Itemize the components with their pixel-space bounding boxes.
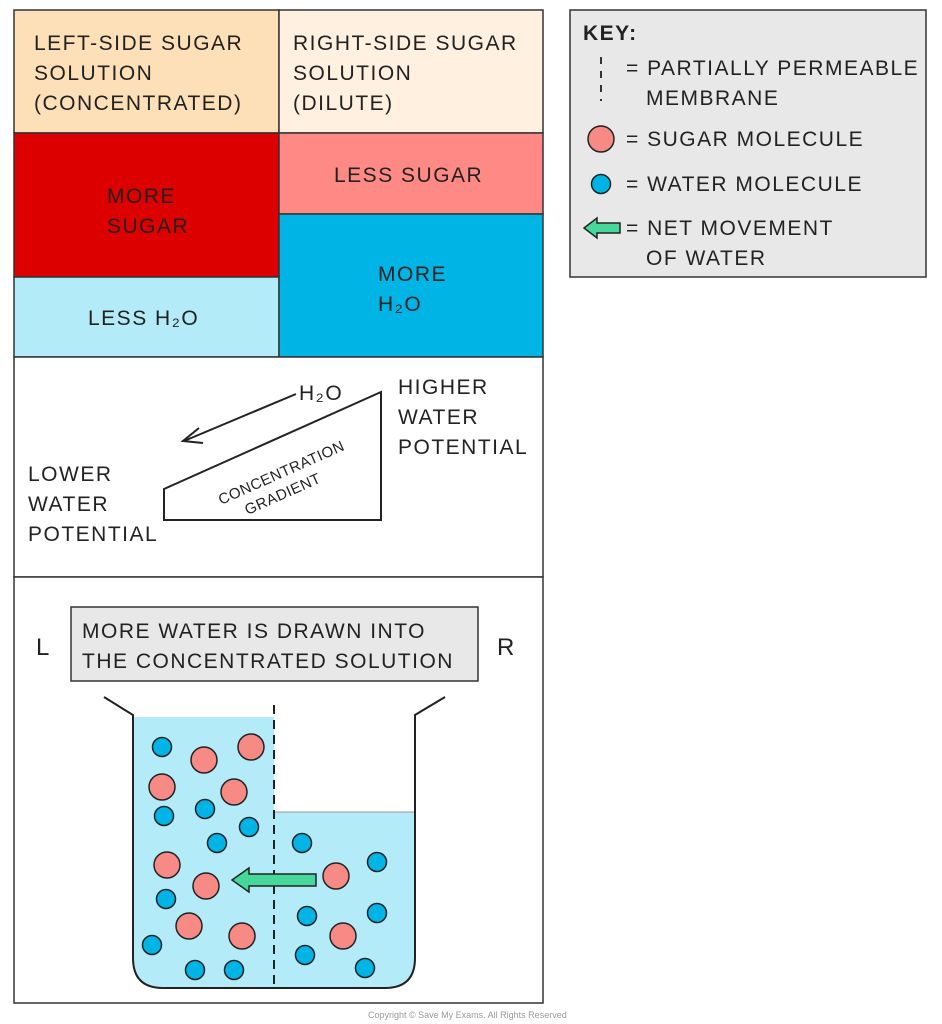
- key-movement-line1: = NET MOVEMENT: [626, 217, 834, 240]
- h2o-label: H₂O: [299, 382, 343, 405]
- sugar-molecule: [190, 746, 218, 774]
- key-panel: [569, 9, 927, 278]
- water-molecule: [155, 888, 177, 910]
- sugar-molecule: [228, 922, 256, 950]
- right-header-line3: (DILUTE): [293, 92, 394, 115]
- water-molecule: [296, 905, 318, 927]
- less-sugar-label: LESS SUGAR: [334, 164, 483, 187]
- sugar-molecule: [329, 922, 357, 950]
- caption-line1: MORE WATER IS DRAWN INTO: [82, 620, 426, 643]
- sugar-molecule: [153, 851, 181, 879]
- less-water-block: [13, 276, 280, 358]
- sugar-molecule: [148, 773, 176, 801]
- less-water-label: LESS H₂O: [88, 307, 199, 330]
- water-molecule: [141, 934, 163, 956]
- higher-line2: WATER: [398, 406, 479, 429]
- water-molecule: [151, 736, 173, 758]
- sugar-molecule: [175, 912, 203, 940]
- key-membrane-line1: = PARTIALLY PERMEABLE: [626, 57, 919, 80]
- right-header-line2: SOLUTION: [293, 62, 412, 85]
- left-header-line3: (CONCENTRATED): [34, 92, 242, 115]
- water-molecule: [223, 959, 245, 981]
- h2o-direction-arrow: [183, 393, 297, 442]
- higher-line1: HIGHER: [398, 376, 489, 399]
- sugar-molecule: [237, 733, 265, 761]
- sugar-molecule: [220, 778, 248, 806]
- copyright: Copyright © Save My Exams. All Rights Re…: [368, 1010, 567, 1020]
- left-side-label: L: [36, 634, 51, 661]
- sugar-molecule: [322, 862, 350, 890]
- key-membrane-line2: MEMBRANE: [646, 87, 779, 110]
- water-molecule: [238, 816, 260, 838]
- caption-line2: THE CONCENTRATED SOLUTION: [82, 650, 454, 673]
- arrow-icon: [582, 216, 621, 240]
- key-sugar: = SUGAR MOLECULE: [626, 128, 864, 151]
- beaker-outline: [103, 696, 446, 989]
- water-molecule: [366, 902, 388, 924]
- left-header-line1: LEFT-SIDE SUGAR: [34, 32, 243, 55]
- dilute-header-bg: [278, 9, 544, 134]
- net-water-movement-arrow: [230, 866, 317, 894]
- sugar-molecule-icon: [587, 125, 615, 153]
- gradient-wedge: [163, 390, 382, 521]
- molecules: [141, 733, 388, 981]
- more-sugar-block: [13, 132, 280, 278]
- water-molecule: [366, 851, 388, 873]
- more-water-line1: MORE: [378, 263, 447, 286]
- water-molecule-icon: [590, 173, 612, 195]
- left-header-line2: SOLUTION: [34, 62, 153, 85]
- water-molecule: [153, 805, 175, 827]
- higher-line3: POTENTIAL: [398, 436, 528, 459]
- more-water-block: [278, 213, 544, 358]
- water-molecule: [194, 798, 216, 820]
- lower-line1: LOWER: [28, 463, 113, 486]
- water-molecule: [184, 959, 206, 981]
- key-title: KEY:: [583, 22, 638, 45]
- key-movement-line2: OF WATER: [646, 247, 767, 270]
- more-water-line2: H₂O: [378, 293, 422, 316]
- caption-box: [70, 606, 479, 682]
- water-molecule: [206, 832, 228, 854]
- h2o-arrowhead: [180, 427, 204, 444]
- water-molecule: [291, 832, 313, 854]
- water-molecule: [294, 944, 316, 966]
- right-header-line1: RIGHT-SIDE SUGAR: [293, 32, 518, 55]
- less-sugar-block: [278, 132, 544, 215]
- more-sugar-line1: MORE: [107, 185, 176, 208]
- sugar-molecule: [192, 872, 220, 900]
- concentrated-header-bg: [13, 9, 280, 134]
- water-molecule: [354, 957, 376, 979]
- right-side-label: R: [497, 634, 516, 661]
- more-sugar-line2: SUGAR: [107, 215, 189, 238]
- lower-line2: WATER: [28, 493, 109, 516]
- lower-line3: POTENTIAL: [28, 523, 158, 546]
- key-water: = WATER MOLECULE: [626, 173, 863, 196]
